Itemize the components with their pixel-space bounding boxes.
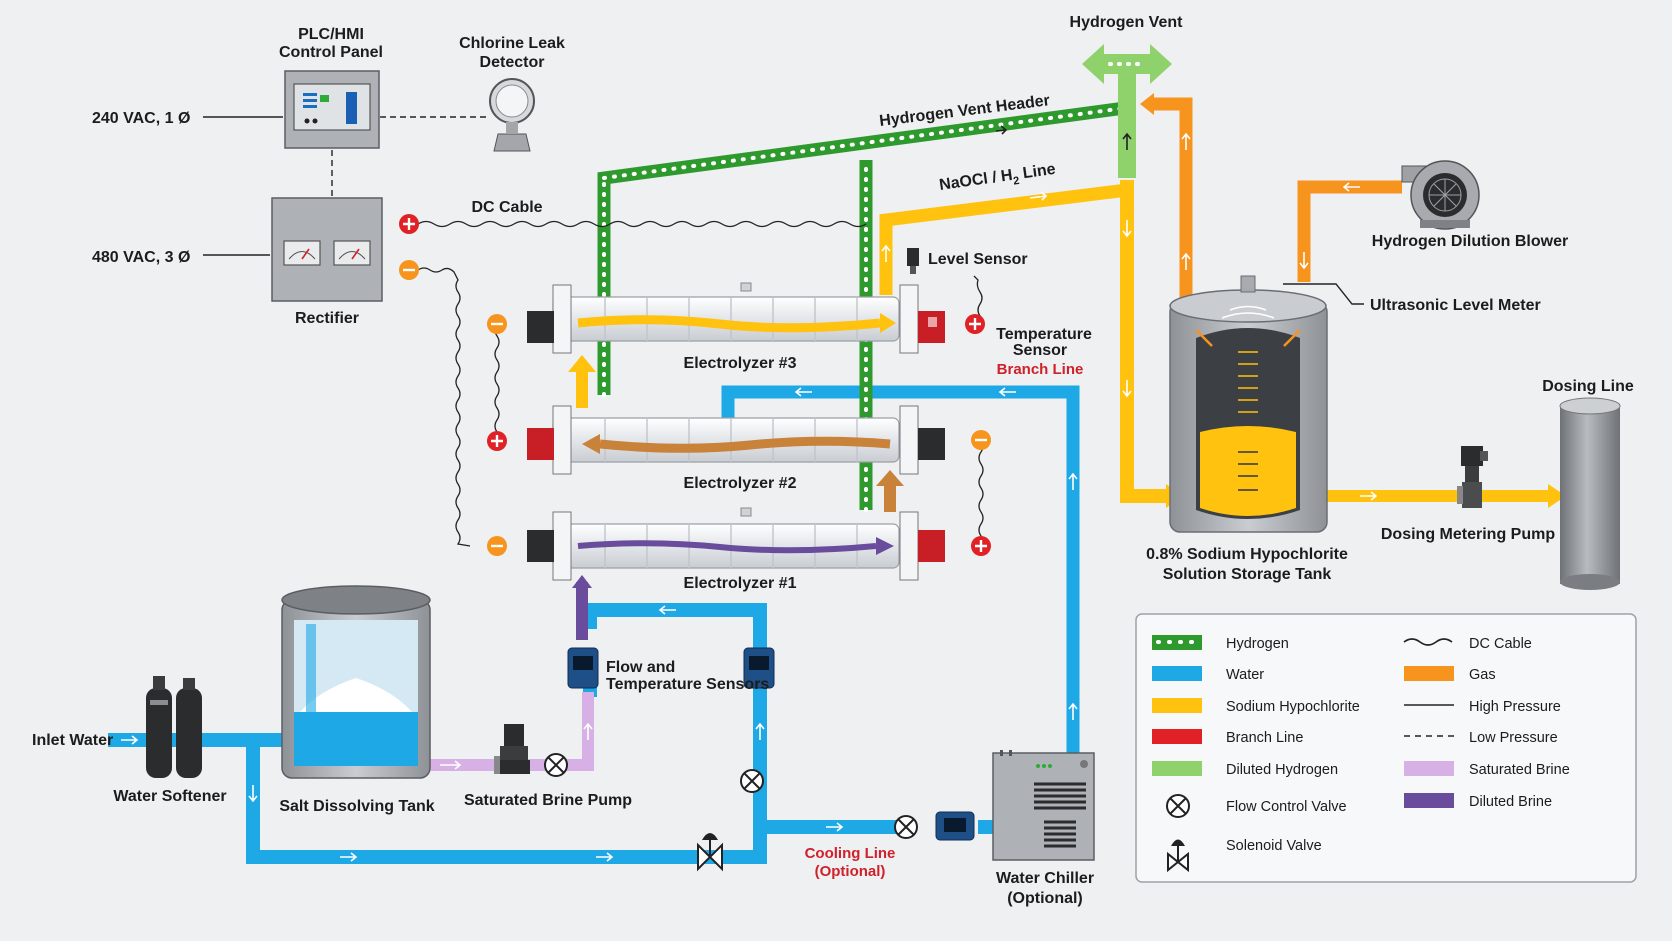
flow-temperature-sensor-icon [567,647,975,841]
legend-label-water: Water [1226,667,1264,683]
legend-label-saturated-brine: Saturated Brine [1469,762,1570,778]
electrolyzer-1[interactable] [527,507,945,581]
blower-label: Hydrogen Dilution Blower [1372,233,1568,250]
storage-tank-label-2: Solution Storage Tank [1163,566,1332,583]
saturated-brine-pump[interactable] [494,724,530,774]
naocl-line-label: NaOCl / H2 Line [938,161,1057,198]
chiller-label-2: (Optional) [1007,890,1083,907]
solenoid-valve-icon[interactable] [697,833,723,872]
electrolyzer-3-label: Electrolyzer #3 [684,355,797,372]
hydrogen-dilution-blower[interactable] [1401,160,1480,230]
legend-label-gas: Gas [1469,667,1496,683]
legend-label-branch: Branch Line [1226,730,1303,746]
legend-label-high-pressure: High Pressure [1469,699,1561,715]
legend-swatch-gas [1404,666,1454,681]
salt-tank-label: Salt Dissolving Tank [279,798,434,815]
legend-label-low-pressure: Low Pressure [1469,730,1558,746]
flow-control-valve-icon[interactable] [544,753,918,839]
water-flow-arrows [121,387,1078,862]
legend-swatch-diluted-brine [1404,793,1454,808]
electrolyzer-2-label: Electrolyzer #2 [684,475,797,492]
rectifier-terminals [399,214,419,280]
legend-label-diluted-brine: Diluted Brine [1469,794,1552,810]
power-lines [203,116,1364,305]
branch-line-label: Branch Line [997,361,1084,378]
gas-pipes [1140,93,1402,305]
softener-label: Water Softener [113,788,226,805]
salt-dissolving-tank[interactable] [281,585,431,779]
vac480-label: 480 VAC, 3 Ø [92,249,190,266]
plc-label-2: Control Panel [279,44,383,61]
legend-swatch-branch [1152,729,1202,744]
legend-label-hydrogen: Hydrogen [1226,636,1289,652]
electrolyzer-3[interactable] [527,282,945,354]
legend-swatch-saturated-brine [1404,761,1454,776]
vac240-label: 240 VAC, 1 Ø [92,110,190,127]
water-chiller[interactable] [992,750,1095,861]
legend-swatch-hypochlorite [1152,698,1202,713]
legend-label-dc-cable: DC Cable [1469,636,1532,652]
ultrasonic-label: Ultrasonic Level Meter [1370,297,1541,314]
dosing-metering-pump[interactable] [1457,446,1488,508]
dc-cables [417,220,984,547]
chlorine-label-1: Chlorine Leak [459,35,565,52]
chlorine-label-2: Detector [480,54,545,71]
diluted-hydrogen-vent [1082,44,1172,178]
plc-label-1: PLC/HMI [298,26,364,43]
legend-label-flow-valve: Flow Control Valve [1226,799,1347,815]
chiller-label-1: Water Chiller [996,870,1094,887]
legend-solenoid-valve-icon [1167,839,1189,873]
interstage-arrows [568,355,904,512]
legend-swatch-water [1152,666,1202,681]
temp-sensor-label-2: Sensor [1013,342,1067,359]
inlet-water-label: Inlet Water [32,732,113,749]
storage-tank-label-1: 0.8% Sodium Hypochlorite [1146,546,1348,563]
saturated-brine-pipe [428,692,594,771]
storage-tank[interactable] [1169,275,1328,533]
rectifier[interactable] [271,197,383,302]
electrolyzer-terminals [487,314,991,556]
level-sensor [907,248,919,274]
dosing-line-pipe [1559,397,1621,590]
legend-flow-valve-icon [1166,794,1190,818]
flow-sensors-label-2: Temperature Sensors [606,676,769,693]
level-sensor-label: Level Sensor [928,251,1028,268]
legend-swatch-diluted-hydrogen [1152,761,1202,776]
brine-pump-label: Saturated Brine Pump [464,792,632,809]
legend-label-hypochlorite: Sodium Hypochlorite [1226,699,1360,715]
temp-sensor-label-1: Temperature [996,326,1092,343]
cooling-line-label-2: (Optional) [815,863,886,880]
legend-label-diluted-hydrogen: Diluted Hydrogen [1226,762,1338,778]
diluted-brine-pipe [572,575,592,640]
electrolyzer-1-label: Electrolyzer #1 [684,575,797,592]
dosing-pump-label: Dosing Metering Pump [1381,526,1555,543]
legend-label-solenoid-valve: Solenoid Valve [1226,838,1322,854]
flow-sensors-label-1: Flow and [606,659,675,676]
legend-swatch-hydrogen [1152,635,1202,650]
cooling-line-label-1: Cooling Line [805,845,896,862]
hydrogen-vent-label: Hydrogen Vent [1070,14,1184,31]
water-softener[interactable] [146,676,202,778]
chlorine-leak-detector[interactable] [489,78,535,152]
rectifier-label: Rectifier [295,310,359,327]
plc-hmi-panel[interactable] [284,70,380,149]
legend-swatch-dc-cable [1403,638,1453,646]
legend: Hydrogen Water Sodium Hypochlorite Branc… [1135,613,1637,883]
legend-box [1135,613,1637,883]
dc-cable-label: DC Cable [471,199,542,216]
dosing-line-label: Dosing Line [1542,378,1634,395]
electrolyzer-2[interactable] [527,405,945,475]
